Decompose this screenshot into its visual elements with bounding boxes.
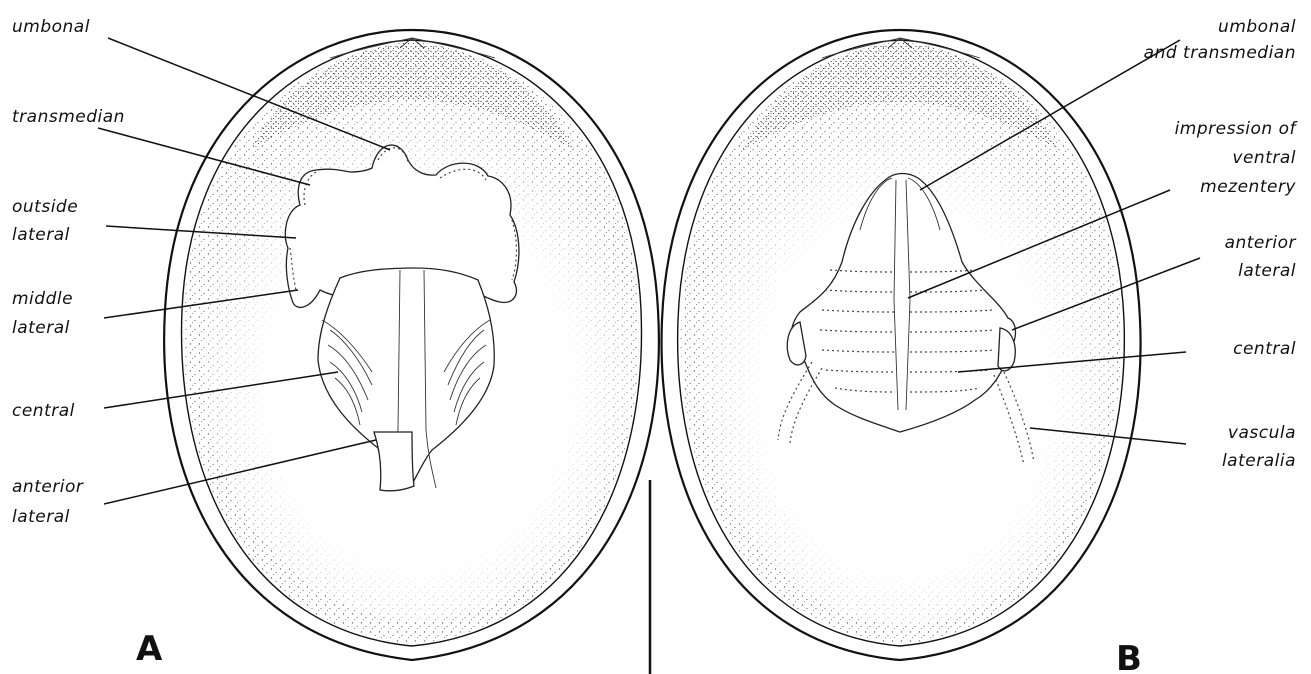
label-middle-lateral-line2-a: lateral — [12, 318, 70, 338]
label-anterior-lateral-line1-a: anterior — [12, 477, 84, 497]
label-umbonal-b-line2: and transmedian — [1144, 43, 1296, 63]
label-outside-lateral-line2-a: lateral — [12, 225, 70, 245]
panel-a: umbonal transmedian outside lateral midd… — [12, 17, 659, 669]
panel-letter-b: B — [1116, 639, 1142, 674]
label-central-b: central — [1233, 339, 1296, 359]
label-anterior-lateral-line2-a: lateral — [12, 507, 70, 527]
label-vascula-line2: lateralia — [1222, 451, 1296, 471]
label-impression-line1: impression of — [1175, 119, 1299, 139]
label-anterior-lateral-b-line1: anterior — [1225, 233, 1297, 253]
label-central-a: central — [12, 401, 75, 421]
panel-letter-a: A — [136, 629, 163, 669]
label-umbonal-b-line1: umbonal — [1218, 17, 1296, 37]
label-anterior-lateral-b-line2: lateral — [1238, 261, 1296, 281]
label-impression-line2: ventral — [1232, 148, 1296, 168]
anterior-lateral-scar-a — [374, 432, 414, 491]
label-vascula-line1: vascula — [1228, 423, 1296, 443]
label-middle-lateral-line1-a: middle — [12, 289, 73, 309]
label-transmedian-a: transmedian — [12, 107, 125, 127]
label-umbonal-a: umbonal — [12, 17, 90, 37]
label-outside-lateral-line1-a: outside — [12, 197, 78, 217]
label-impression-line3: mezentery — [1200, 177, 1296, 197]
panel-b: umbonal and transmedian impression of ve… — [662, 17, 1299, 674]
